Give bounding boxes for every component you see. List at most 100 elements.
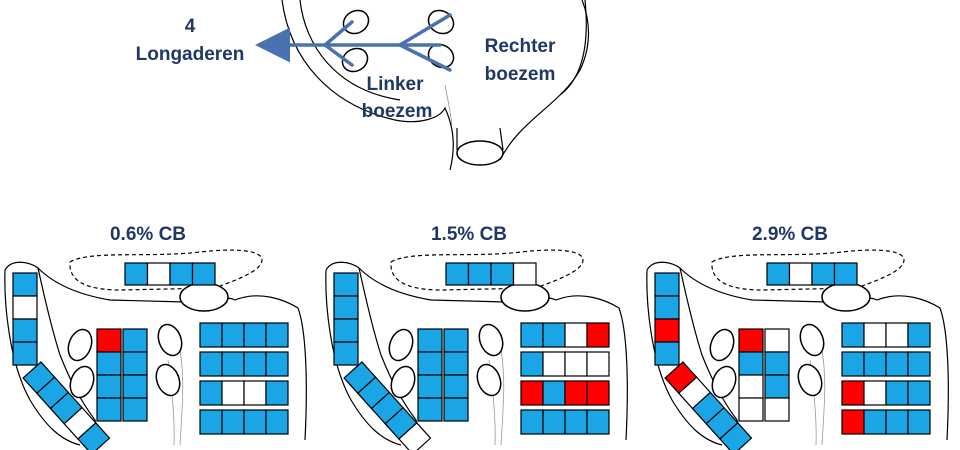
segment-grid-cell [841, 351, 865, 377]
segment-grid-cell [586, 351, 610, 377]
segment-grid-cell [243, 351, 267, 377]
segment-middle-col-a [96, 374, 122, 399]
segment-grid-cell [564, 322, 588, 348]
segment-left-strip [12, 318, 38, 343]
segment-top-row [191, 262, 216, 286]
segment-diagonal [77, 422, 111, 450]
segment-left-strip [333, 272, 359, 297]
segment-middle-col-b [122, 397, 148, 422]
ostium-top [821, 282, 871, 312]
segment-top-row [445, 262, 470, 286]
panel-3: 2.9% CB [646, 224, 949, 450]
label-left-atrium-line2: boezem [362, 101, 433, 122]
vena-cava-opening [456, 140, 504, 166]
segment-top-row [146, 262, 171, 286]
segment-middle-col-a [738, 351, 764, 376]
ostium-left-upper [709, 328, 735, 362]
segment-left-strip [12, 295, 38, 320]
segment-diagonal-strip [343, 361, 432, 450]
segment-middle-col-b [443, 351, 469, 376]
segment-middle-col-a [738, 328, 764, 353]
panel-title: 2.9% CB [752, 224, 828, 245]
segment-middle-col-b [122, 374, 148, 399]
vein-ostium-2 [341, 47, 369, 73]
segment-grid-cell [542, 322, 566, 348]
segment-diagonal [719, 422, 753, 450]
segment-middle-col-b [122, 351, 148, 376]
segment-diagonal-strip [664, 361, 753, 450]
segment-grid-cell [520, 351, 544, 377]
segment-left-strip [654, 295, 680, 320]
segment-grid-cell [221, 351, 245, 377]
segment-grid-cell [586, 409, 610, 435]
segment-grid-cell [542, 351, 566, 377]
inner-wall-line [809, 349, 826, 446]
segment-grid-cell [863, 351, 887, 377]
segment-grid-cell [542, 409, 566, 435]
segment-top-row [766, 262, 791, 286]
segment-grid-cell [221, 322, 245, 348]
ostium-right-upper [799, 323, 825, 357]
segment-grid-cell [243, 322, 267, 348]
vein-ostium-1 [342, 9, 370, 35]
segment-grid-cell [907, 380, 931, 406]
ostium-right-upper [478, 323, 504, 357]
ostium-left-upper [388, 328, 414, 362]
appendage-outline [711, 249, 905, 291]
segment-grid-cell [221, 409, 245, 435]
atrium-outline [646, 261, 949, 446]
ostium-left-lower [69, 365, 95, 399]
segment-middle-col-a [96, 351, 122, 376]
segment-left-strip [654, 318, 680, 343]
ostium-right-lower [155, 363, 181, 397]
segment-grid-cell [586, 322, 610, 348]
segment-left-strip [12, 272, 38, 297]
segment-top-row [833, 262, 858, 286]
segment-grid-cell [542, 380, 566, 406]
segment-grid-cell [243, 409, 267, 435]
label-right-atrium-line2: boezem [485, 64, 556, 85]
label-veins-number: 4 [185, 16, 196, 37]
appendage-outline [390, 249, 584, 291]
segment-grid-cell [907, 351, 931, 377]
segment-grid-cell [885, 322, 909, 348]
ostium-left-upper [67, 328, 93, 362]
segment-grid-cell [841, 322, 865, 348]
segment-grid-cell [586, 380, 610, 406]
segment-grid-cell [199, 322, 223, 348]
segment-grid-cell [885, 409, 909, 435]
vein-branch-arrow [255, 13, 452, 72]
inner-wall-line [488, 349, 505, 446]
ostium-top [500, 282, 550, 312]
segment-middle-col-b [764, 397, 790, 422]
segment-grid-cell [520, 380, 544, 406]
segment-middle-col-b [764, 374, 790, 399]
segment-middle-col-b [443, 397, 469, 422]
ostium-right-upper [157, 323, 183, 357]
appendage-outline [69, 249, 263, 291]
panel-2: 1.5% CB [325, 224, 628, 450]
segment-grid-cell [564, 380, 588, 406]
segment-grid-cell [564, 409, 588, 435]
segment-grid-cell [199, 351, 223, 377]
panel-title: 0.6% CB [110, 224, 186, 245]
segment-grid-cell [221, 380, 245, 406]
ostium-right-lower [797, 363, 823, 397]
segment-middle-col-a [738, 374, 764, 399]
segment-top-row [788, 262, 813, 286]
segment-middle-col-a [738, 397, 764, 422]
segment-grid-cell [265, 351, 289, 377]
segment-middle-col-b [443, 374, 469, 399]
segment-grid-cell [564, 351, 588, 377]
segment-middle-col-b [443, 328, 469, 353]
segment-grid-cell [265, 322, 289, 348]
inner-wall-line [167, 349, 184, 446]
segment-diagonal [398, 422, 432, 450]
segment-top-row [169, 262, 194, 286]
segment-middle-col-a [96, 397, 122, 422]
segment-grid-cell [199, 380, 223, 406]
segment-middle-col-b [764, 328, 790, 353]
segment-grid-cell [841, 409, 865, 435]
segment-grid-cell [885, 380, 909, 406]
